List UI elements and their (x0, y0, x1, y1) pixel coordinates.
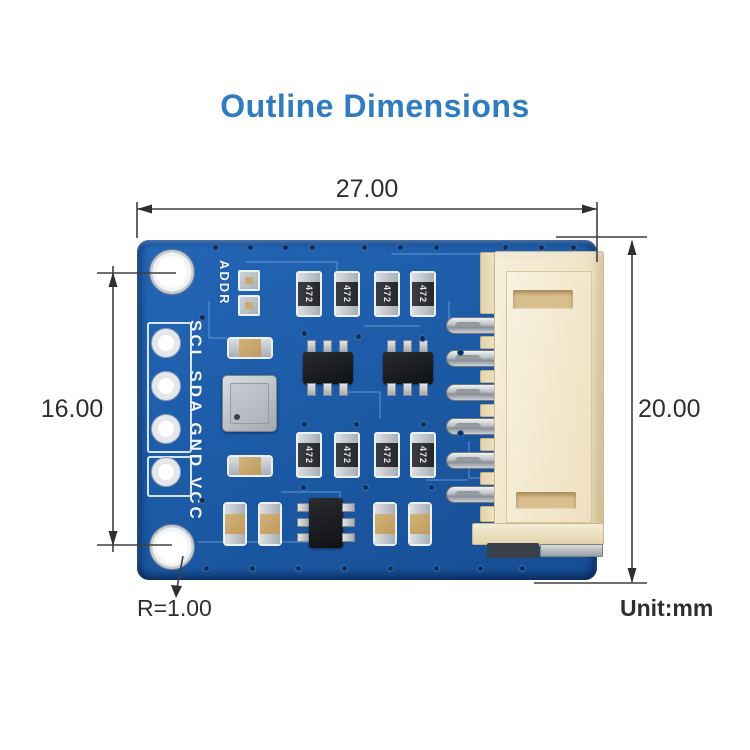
dim-height-label: 20.00 (638, 395, 701, 423)
via (387, 565, 394, 572)
via (477, 565, 484, 572)
corner-radius-label: R=1.00 (137, 595, 212, 621)
resistor: 472 (374, 271, 400, 317)
via (538, 244, 545, 251)
addr-pad-1 (238, 270, 260, 291)
resistor-marking: 472 (342, 445, 352, 465)
via (428, 484, 435, 491)
connector-pin (446, 350, 500, 367)
capacitor (227, 337, 273, 359)
ic-sot6 (383, 340, 433, 396)
via (433, 244, 440, 251)
capacitor (223, 502, 247, 546)
via (397, 244, 404, 251)
capacitor (258, 502, 282, 546)
connector-slot-bottom (516, 492, 576, 509)
pad-scl (151, 328, 181, 358)
connector-pin (446, 486, 500, 503)
connector-latch (487, 543, 539, 558)
via (295, 565, 302, 572)
resistor-marking: 472 (304, 284, 314, 304)
sensor-chip (222, 375, 277, 432)
via (309, 244, 316, 251)
pad-gnd (151, 414, 181, 444)
via (301, 330, 308, 337)
pad-outline-box (147, 322, 192, 453)
mounting-hole-bottom-left (149, 524, 195, 570)
via (212, 244, 219, 251)
connector-shelf (472, 523, 604, 545)
addr-label: ADDR (217, 260, 232, 306)
connector-pin (446, 384, 500, 401)
via (433, 565, 440, 572)
resistor-marking: 472 (382, 284, 392, 304)
resistor: 472 (410, 432, 436, 478)
pad-vcc (151, 457, 181, 487)
via (457, 430, 464, 437)
via (419, 335, 426, 342)
via (362, 484, 369, 491)
resistor: 472 (334, 432, 360, 478)
connector-pin (446, 317, 500, 334)
via (361, 244, 368, 251)
via (341, 565, 348, 572)
pad-sda (151, 371, 181, 401)
dim-width-label: 27.00 (335, 175, 399, 203)
resistor-marking: 472 (304, 445, 314, 465)
connector-inner-panel (506, 271, 592, 523)
via (249, 565, 256, 572)
via (203, 565, 210, 572)
mounting-hole-top-left (149, 249, 195, 295)
via (420, 421, 427, 428)
page-title: Outline Dimensions (220, 88, 530, 124)
resistor: 472 (410, 271, 436, 317)
via (353, 421, 360, 428)
pin-labels: SCL SDA GND VCC (186, 320, 205, 522)
via (300, 484, 307, 491)
capacitor (373, 502, 397, 546)
via (457, 349, 464, 356)
addr-pad-2 (238, 295, 260, 316)
unit-label: Unit:mm (620, 595, 714, 621)
via (282, 244, 289, 251)
ic-sot23 (297, 498, 355, 548)
resistor-marking: 472 (418, 284, 428, 304)
capacitor (227, 455, 273, 477)
connector-metal-bracket (540, 544, 603, 557)
connector-pin (446, 452, 500, 469)
ic-sot6 (303, 340, 353, 396)
resistor: 472 (334, 271, 360, 317)
via (355, 333, 362, 340)
resistor: 472 (296, 271, 322, 317)
resistor-marking: 472 (342, 284, 352, 304)
via (519, 565, 526, 572)
resistor-marking: 472 (418, 445, 428, 465)
via (199, 314, 206, 321)
resistor-marking: 472 (382, 445, 392, 465)
via (301, 421, 308, 428)
dim-pitch-label: 16.00 (40, 395, 104, 423)
resistor: 472 (374, 432, 400, 478)
via (502, 244, 509, 251)
via (199, 497, 206, 504)
via (570, 244, 577, 251)
connector-slot-top (513, 290, 573, 309)
resistor: 472 (296, 432, 322, 478)
via (247, 244, 254, 251)
connector-pin (446, 418, 500, 435)
capacitor (408, 502, 432, 546)
